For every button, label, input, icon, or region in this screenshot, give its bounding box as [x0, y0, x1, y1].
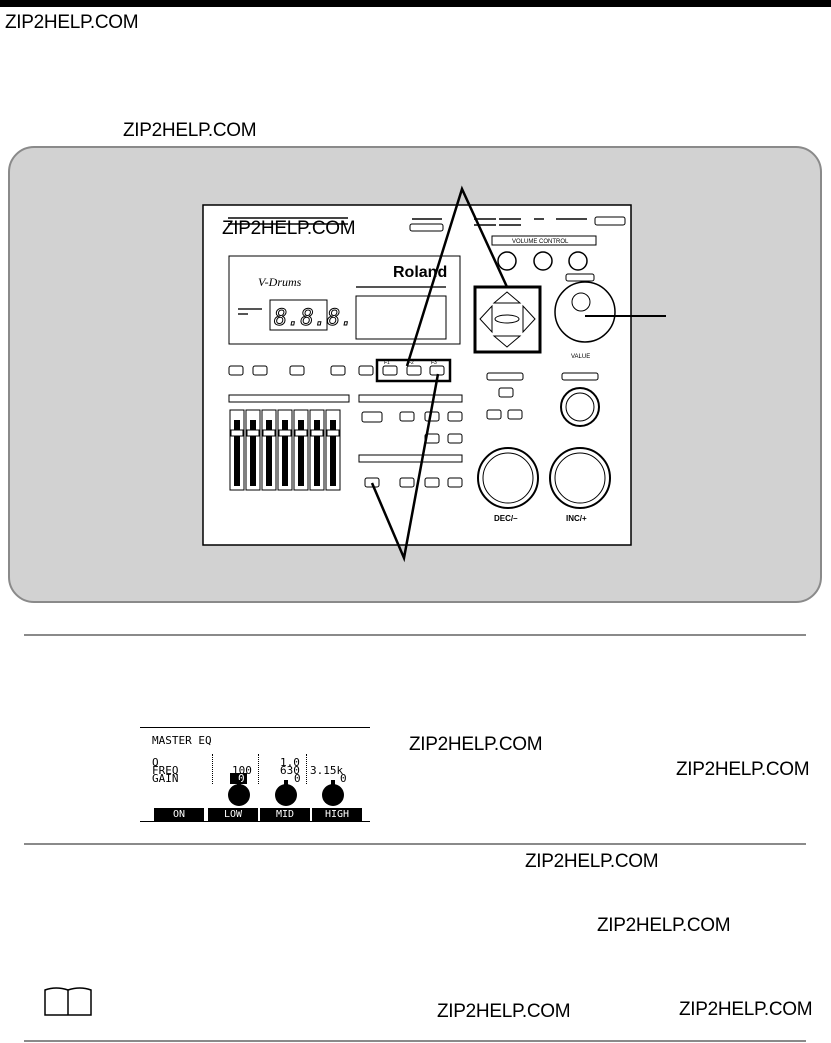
book-icon — [44, 987, 92, 1016]
softkey-on: ON — [154, 808, 204, 821]
divider — [24, 634, 806, 636]
f3-label: F3 — [431, 360, 437, 366]
divider — [24, 1040, 806, 1042]
inc-label: INC/+ — [566, 514, 587, 523]
f1-label: F1 — [384, 360, 390, 366]
knob-icon — [228, 780, 250, 806]
watermark: ZIP2HELP.COM — [123, 120, 257, 141]
watermark: ZIP2HELP.COM — [437, 1001, 571, 1022]
lcd-low-freq: 100 — [232, 764, 252, 777]
lcd-mid-freq: 630 — [280, 764, 300, 777]
value-label: VALUE — [571, 354, 590, 360]
softkey-low: LOW — [208, 808, 258, 821]
lcd-screen: MASTER EQ Q FREQ GAIN 100 0 1.0 630 0 3.… — [140, 727, 370, 822]
volume-control-label: VOLUME CONTROL — [512, 239, 569, 245]
dec-label: DEC/– — [494, 514, 518, 523]
softkey-high: HIGH — [312, 808, 362, 821]
watermark: ZIP2HELP.COM — [222, 218, 356, 239]
lcd-row-freq: FREQ — [152, 764, 179, 777]
lcd-low-gain: 0 — [230, 773, 247, 784]
lcd-high-gain: 0 — [340, 772, 347, 785]
top-rule — [0, 0, 831, 7]
watermark: ZIP2HELP.COM — [409, 734, 543, 755]
led-display: 8.8.8. — [274, 306, 353, 331]
knob-icon — [275, 780, 297, 806]
softkey-mid: MID — [260, 808, 310, 821]
watermark: ZIP2HELP.COM — [597, 915, 731, 936]
lcd-row-gain: GAIN — [152, 772, 179, 785]
lcd-row-q: Q — [152, 756, 159, 769]
lcd-high-freq: 3.15k — [310, 764, 344, 777]
knob-icon — [322, 780, 344, 806]
watermark: ZIP2HELP.COM — [676, 759, 810, 780]
lcd-mid-gain: 0 — [294, 772, 301, 785]
f2-label: F2 — [408, 360, 414, 366]
lcd-title: MASTER EQ — [152, 734, 212, 747]
divider — [24, 843, 806, 845]
lcd-mid-q: 1.0 — [280, 756, 300, 769]
vdrums-logo: V-Drums — [258, 275, 302, 289]
watermark: ZIP2HELP.COM — [679, 999, 813, 1020]
watermark: ZIP2HELP.COM — [525, 851, 659, 872]
watermark: ZIP2HELP.COM — [5, 12, 139, 33]
